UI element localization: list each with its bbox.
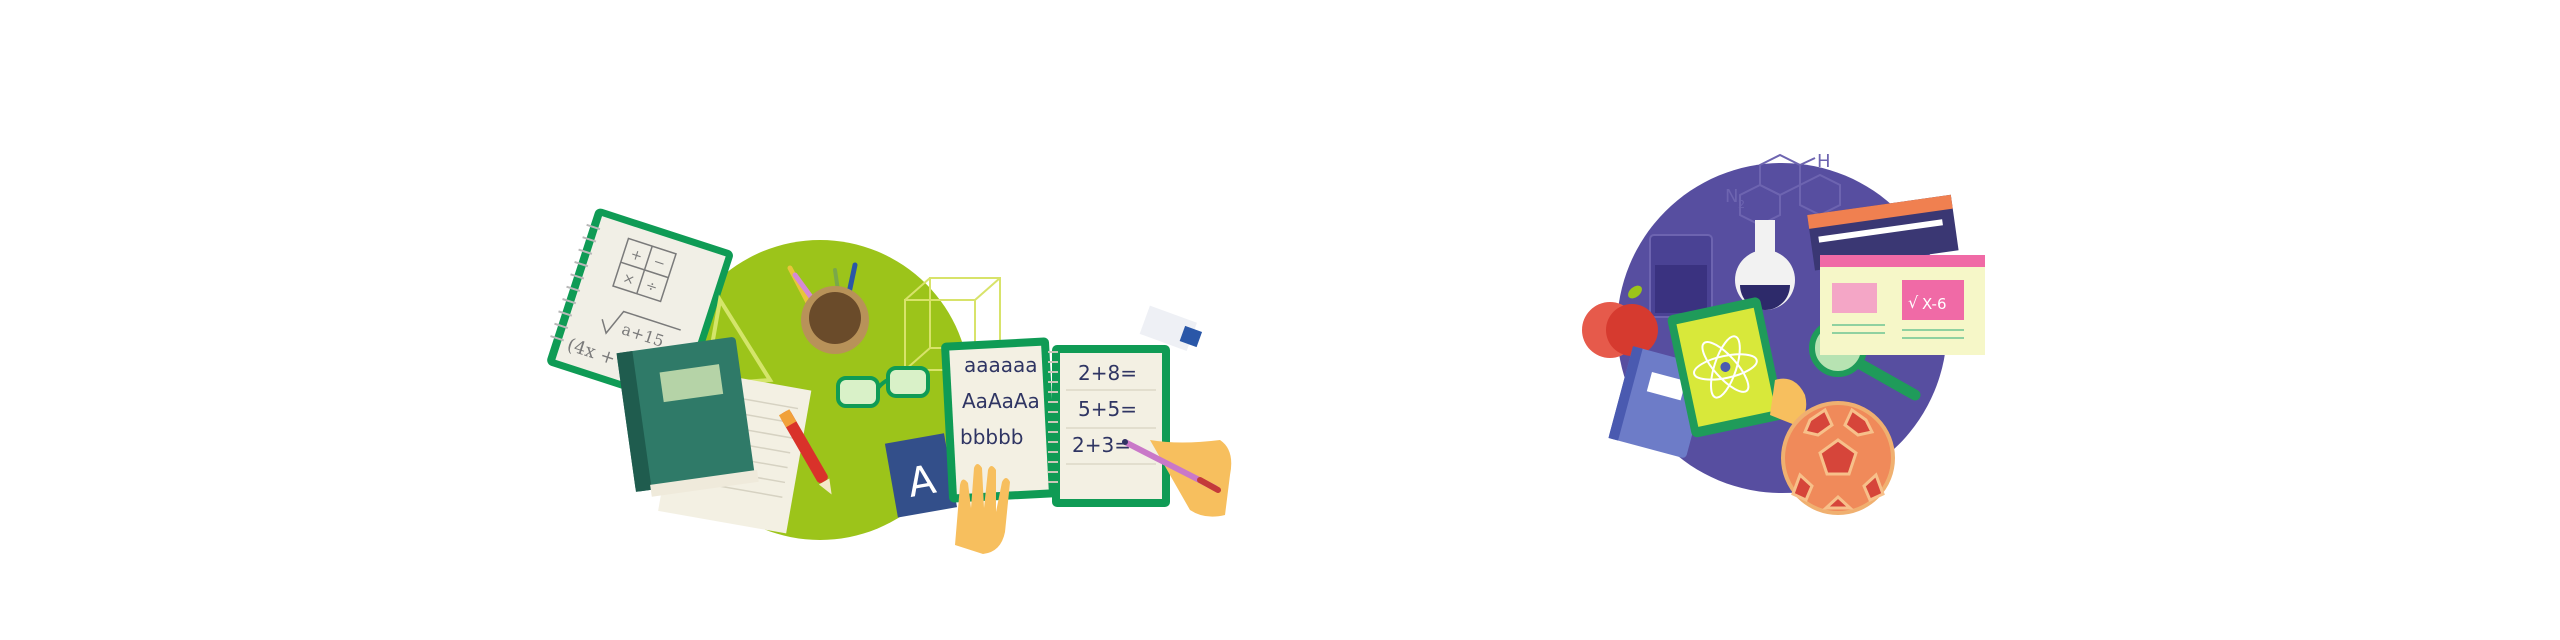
notebook-line-1: aaaaaa (964, 353, 1038, 377)
formula-subscript: 2 (1738, 198, 1745, 211)
notebook-binding (1048, 351, 1058, 483)
notebook-spiral (550, 223, 601, 342)
left-hand (955, 464, 1010, 554)
apple-icon (1582, 285, 1658, 358)
right-hand-writing (1122, 439, 1232, 517)
math-op-divide: ÷ (643, 277, 659, 296)
open-notebook: aaaaaa AaAaAa bbbbb 2+8= 5+5= 2+3= (941, 337, 1170, 507)
browser-window-back (1807, 194, 1959, 271)
pencil-cup (787, 262, 869, 354)
math-exercise-3: 2+3= (1072, 433, 1131, 457)
formula-h: H (1817, 151, 1831, 172)
soccer-ball-icon (1781, 401, 1895, 515)
atom-icon (1693, 335, 1758, 399)
hand-holding-tablet (1770, 378, 1807, 425)
eraser-icon (1139, 305, 1203, 351)
math-exercise-1: 2+8= (1078, 361, 1137, 385)
browser-window-front: √ X-6 (1820, 255, 1985, 355)
notebook-line-3: bbbbb (960, 425, 1023, 449)
notebook-line-2: AaAaAa (962, 389, 1040, 413)
math-op-plus: + (628, 246, 644, 265)
alphabet-card: A (884, 433, 958, 518)
screen-formula: X-6 (1922, 295, 1947, 313)
math-op-times: × (621, 270, 637, 289)
math-op-minus: − (651, 254, 667, 273)
screen-root-sign: √ (1908, 293, 1919, 312)
glasses-icon (836, 366, 930, 408)
beaker-icon (1649, 234, 1713, 318)
red-pen-icon (778, 409, 832, 495)
math-exercise-2: 5+5= (1078, 397, 1137, 421)
green-book (616, 337, 759, 497)
formula-n: N (1725, 186, 1738, 207)
tablet-atom (1667, 297, 1785, 438)
